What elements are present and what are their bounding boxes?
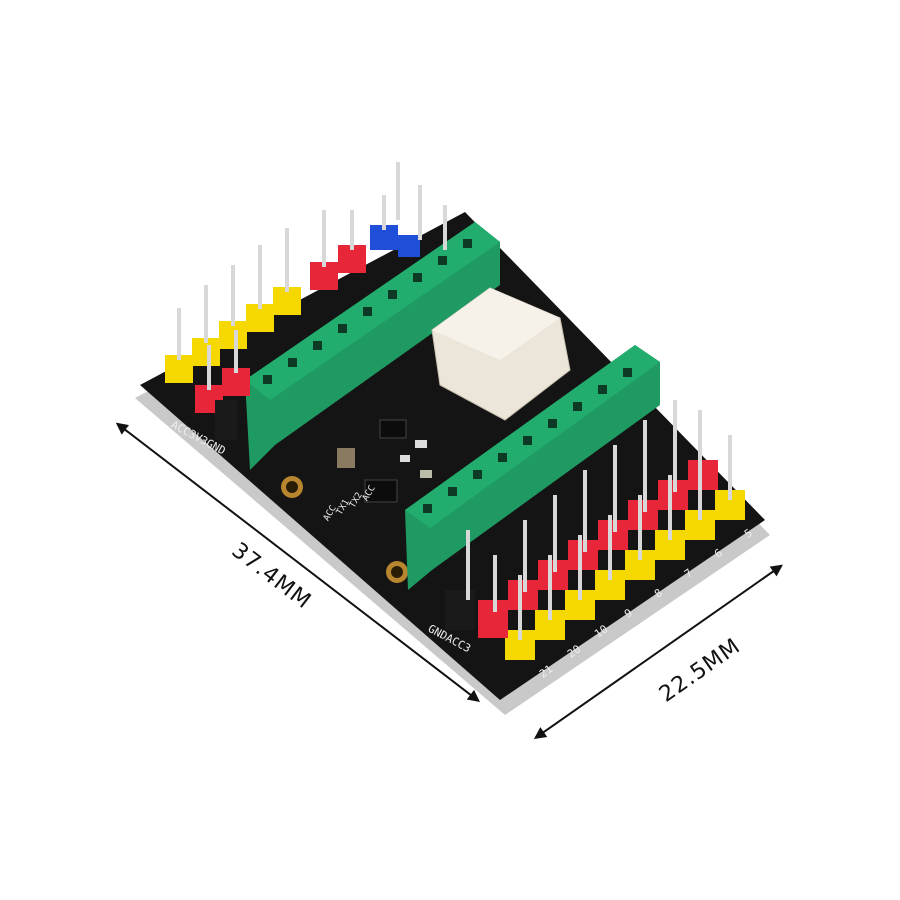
resistor (415, 440, 427, 448)
pin-row-left-black (215, 400, 237, 440)
capacitor (337, 448, 355, 468)
pins-left-metal (177, 162, 447, 390)
ic-chip (379, 419, 407, 439)
ic-chip (364, 479, 398, 503)
mounting-hole (391, 566, 403, 578)
resistor (420, 470, 432, 478)
pins-right-metal (466, 400, 732, 640)
socket-holes-right (423, 368, 632, 513)
resistor (400, 455, 410, 462)
socket-holes-left (263, 239, 472, 384)
female-header-left-top (245, 222, 500, 400)
mounting-hole (286, 481, 298, 493)
pin-row-right-black (445, 590, 475, 630)
jst-connector-top (432, 288, 560, 360)
pin-row-left-blue (370, 225, 420, 257)
female-header-right-top (405, 345, 660, 528)
